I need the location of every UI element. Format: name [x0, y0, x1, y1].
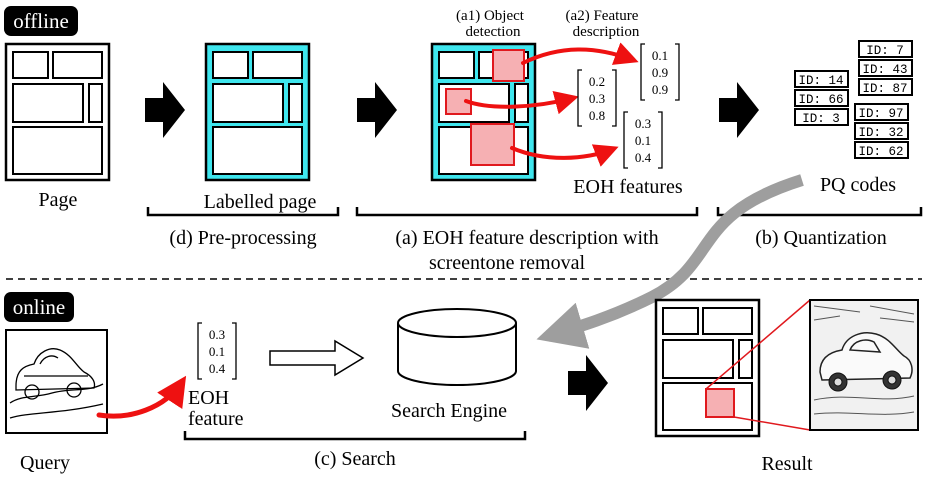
- query-feature-vector: 0.3 0.1 0.4: [197, 322, 237, 380]
- stage-b-label: (b) Quantization: [755, 227, 887, 249]
- labelled-page-label: Labelled page: [204, 191, 317, 213]
- bracket-c: [183, 431, 527, 441]
- result-label: Result: [761, 453, 813, 475]
- svg-text:offline: offline: [13, 9, 69, 33]
- stage-a-label-line2: screentone removal: [429, 252, 585, 274]
- svg-text:ID: 14: ID: 14: [798, 74, 843, 88]
- svg-text:0.1: 0.1: [209, 344, 225, 359]
- svg-text:0.3: 0.3: [589, 91, 605, 106]
- svg-text:0.9: 0.9: [652, 65, 668, 80]
- detected-region-1: [492, 49, 525, 82]
- svg-text:ID: 87: ID: 87: [862, 82, 907, 96]
- eoh-feature-label-line1: EOH: [188, 387, 229, 409]
- pq-code-group-top: ID: 7 ID: 43 ID: 87: [858, 40, 913, 96]
- step-a2-line1: (a2) Feature: [566, 8, 639, 24]
- pq-to-search-arrow: [536, 174, 804, 349]
- search-engine-label: Search Engine: [391, 400, 507, 422]
- pq-code-group-left: ID: 14 ID: 66 ID: 3: [794, 70, 849, 126]
- detected-objects-page: [430, 42, 537, 182]
- bracket-b: [716, 207, 923, 217]
- zoom-line-top: [705, 299, 811, 390]
- result-match-region: [705, 388, 735, 418]
- online-badge: online: [4, 292, 74, 322]
- svg-text:ID: 97: ID: 97: [858, 107, 903, 121]
- pq-codes-label: PQ codes: [820, 174, 896, 196]
- feature-vector-3: 0.3 0.1 0.4: [623, 111, 663, 169]
- svg-text:ID: 62: ID: 62: [858, 145, 903, 159]
- svg-text:ID: 32: ID: 32: [858, 126, 903, 140]
- page-thumbnail: [4, 42, 111, 182]
- stage-a-label-line1: (a) EOH feature description with: [395, 227, 658, 249]
- svg-text:ID: 3: ID: 3: [802, 112, 840, 126]
- svg-text:0.1: 0.1: [635, 133, 651, 148]
- feature-vector-1: 0.1 0.9 0.9: [640, 43, 680, 101]
- query-label: Query: [20, 452, 70, 474]
- big-arrow-4: [568, 355, 608, 411]
- big-arrow-3: [719, 82, 759, 138]
- red-arrow-2: [464, 90, 579, 115]
- bracket-a: [355, 207, 699, 217]
- query-sketch: [5, 329, 108, 434]
- red-arrow-1: [521, 42, 639, 65]
- hollow-arrow: [269, 339, 365, 377]
- svg-text:0.8: 0.8: [589, 108, 605, 123]
- page-label: Page: [39, 189, 78, 211]
- result-zoom-image: [809, 299, 919, 431]
- red-arrow-3: [510, 144, 619, 167]
- search-engine-database-icon: [397, 308, 517, 386]
- svg-text:0.4: 0.4: [635, 150, 652, 165]
- step-a1-line1: (a1) Object: [456, 8, 525, 24]
- svg-text:ID: 43: ID: 43: [862, 63, 907, 77]
- bracket-d: [146, 207, 340, 217]
- step-a1-line2: detection: [466, 24, 521, 40]
- svg-text:ID: 7: ID: 7: [866, 44, 904, 58]
- svg-text:ID: 66: ID: 66: [798, 93, 843, 107]
- big-arrow-2: [357, 82, 397, 138]
- svg-text:0.9: 0.9: [652, 82, 668, 97]
- result-page-thumbnail: [654, 298, 761, 438]
- zoom-line-bottom: [733, 416, 811, 431]
- big-arrow-1: [145, 82, 185, 138]
- svg-text:online: online: [13, 295, 66, 319]
- svg-text:0.3: 0.3: [635, 116, 651, 131]
- svg-text:0.3: 0.3: [209, 327, 225, 342]
- pq-code-group-bottom: ID: 97 ID: 32 ID: 62: [854, 103, 909, 159]
- svg-text:0.4: 0.4: [209, 361, 226, 376]
- svg-text:0.2: 0.2: [589, 74, 605, 89]
- detected-region-3: [470, 123, 515, 166]
- offline-badge: offline: [4, 6, 78, 36]
- svg-text:0.1: 0.1: [652, 48, 668, 63]
- stage-c-label: (c) Search: [314, 448, 396, 470]
- query-to-feature-arrow: [96, 375, 187, 419]
- step-a2-line2: description: [573, 24, 640, 40]
- eoh-features-label: EOH features: [573, 176, 683, 198]
- eoh-feature-label-line2: feature: [188, 408, 244, 430]
- labelled-page-thumbnail: [204, 42, 311, 182]
- feature-vector-2: 0.2 0.3 0.8: [577, 69, 617, 127]
- stage-d-label: (d) Pre-processing: [169, 227, 316, 249]
